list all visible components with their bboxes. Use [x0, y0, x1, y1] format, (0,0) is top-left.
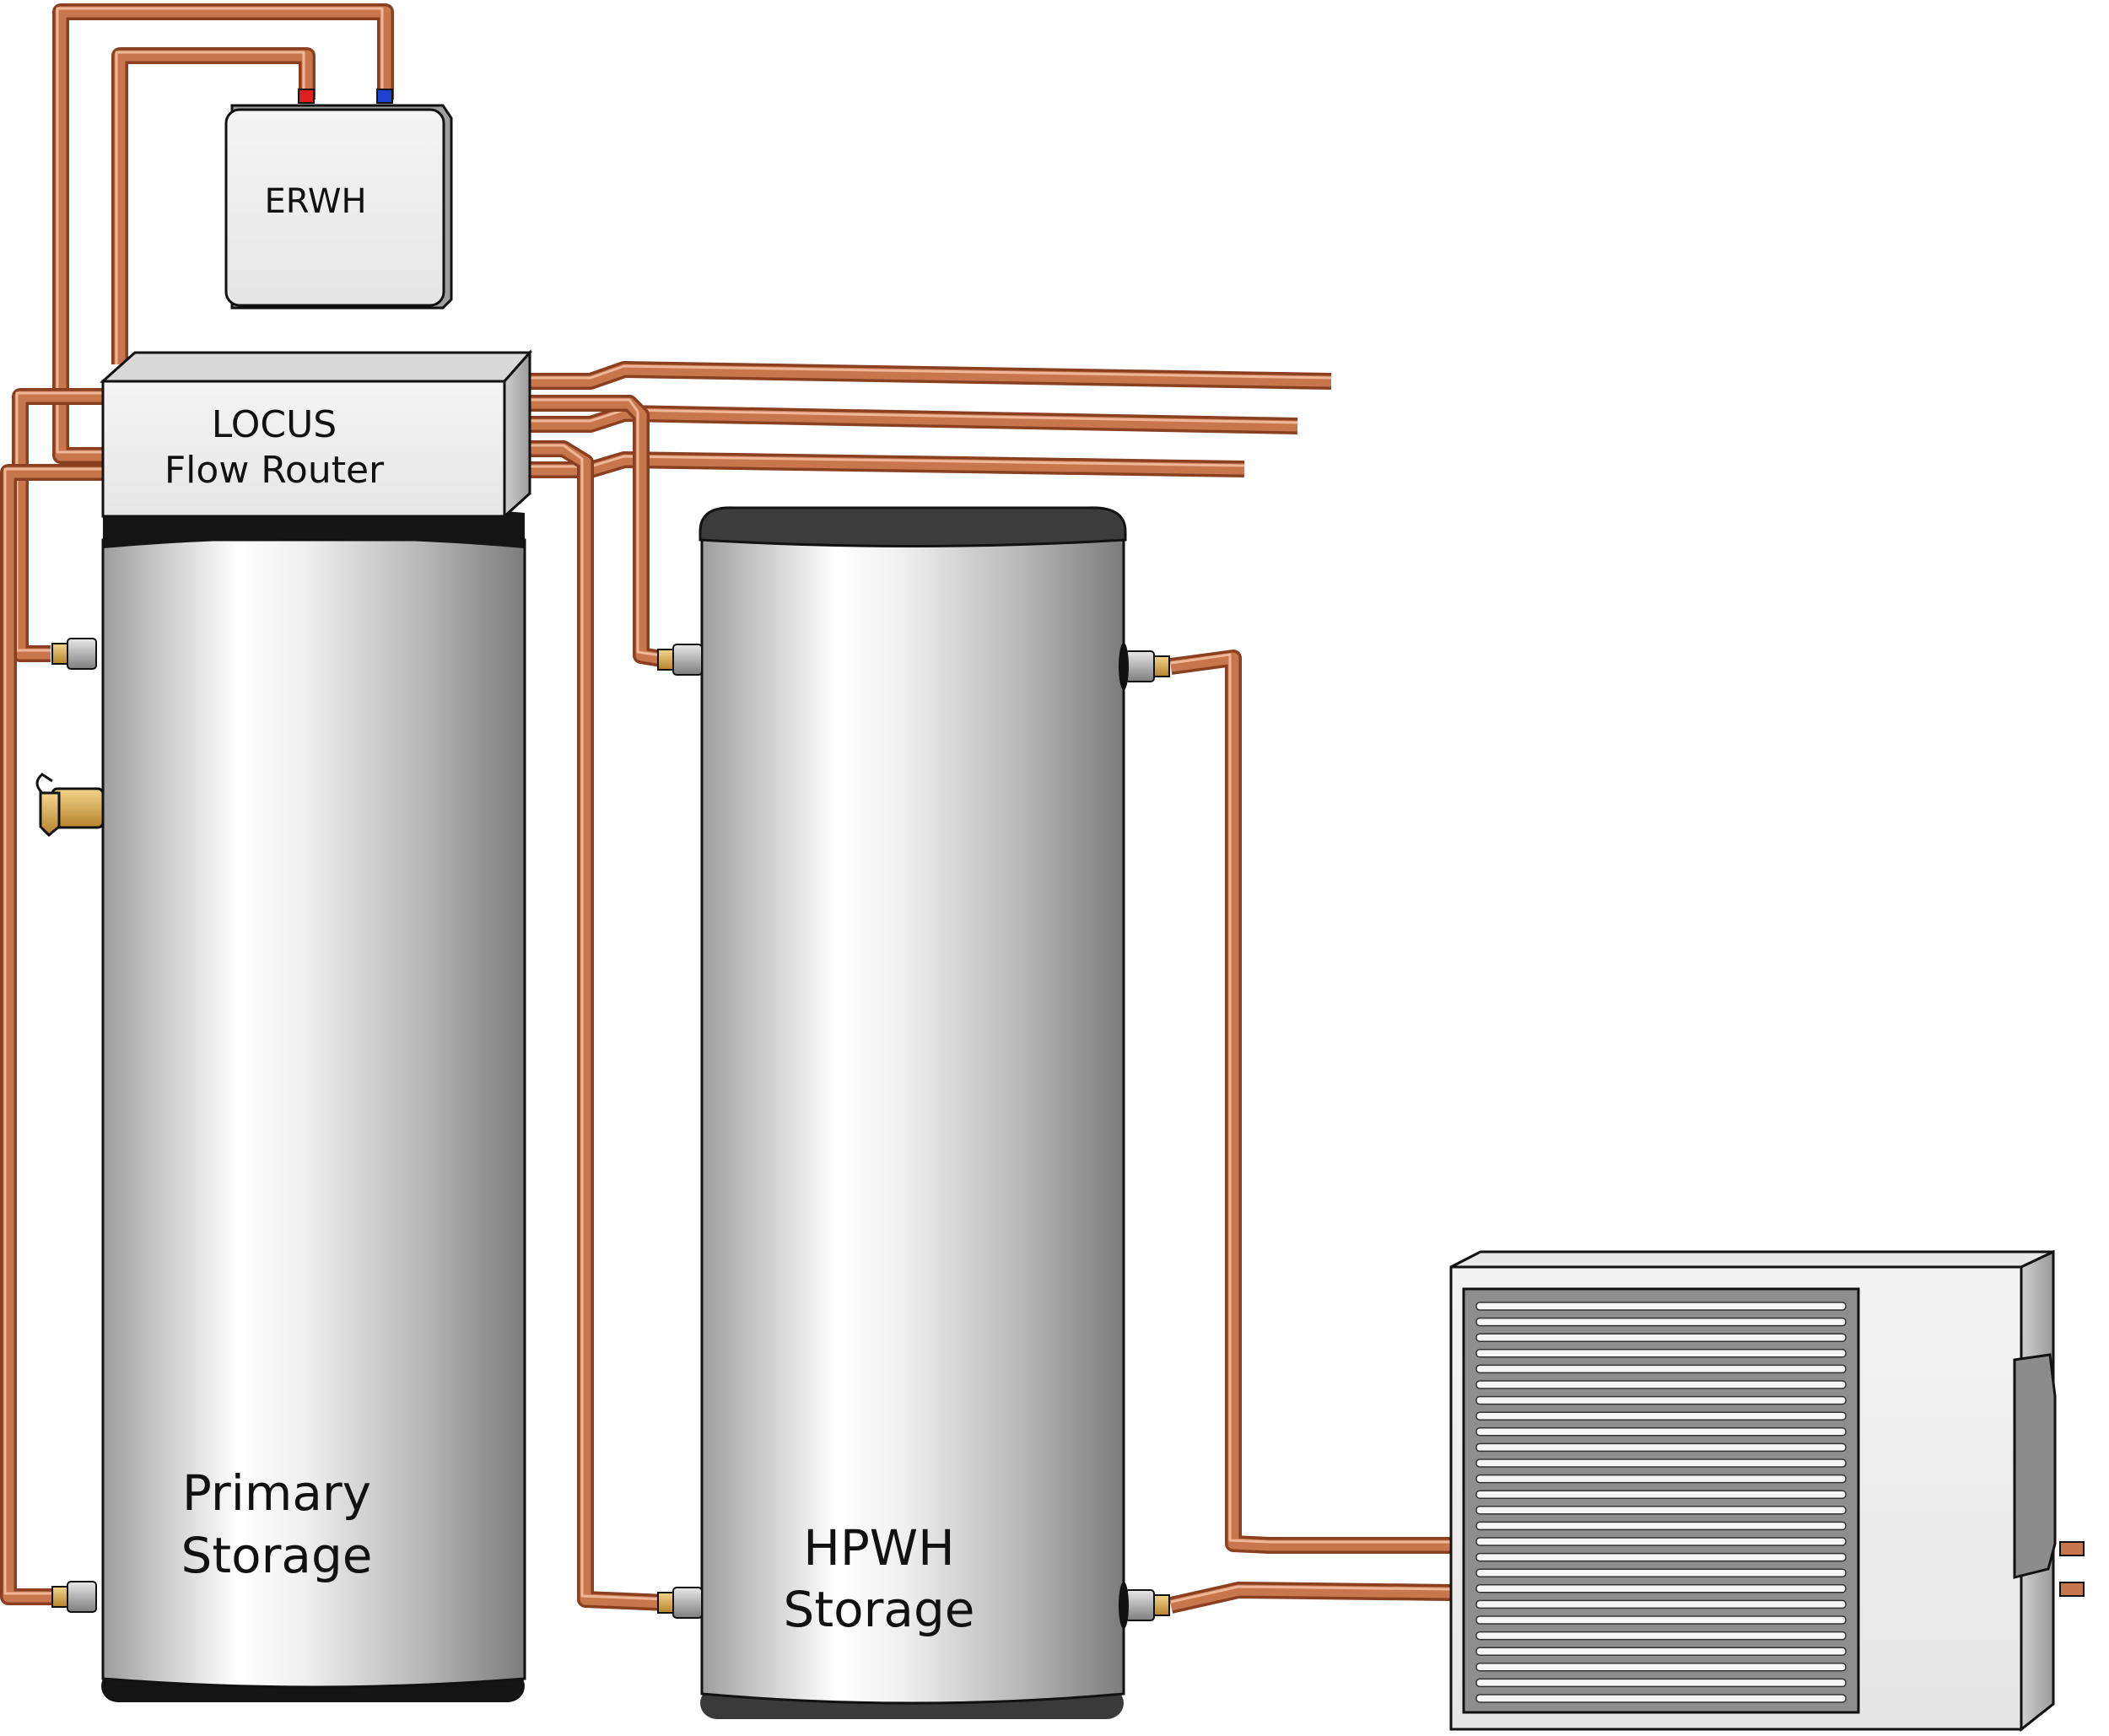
- grille-slat: [1475, 1333, 1847, 1342]
- pressure-relief-valve: [35, 773, 105, 838]
- grille-slat: [1475, 1521, 1847, 1531]
- heat-pump-fan-grille: [1462, 1287, 1860, 1714]
- erwh-label: ERWH: [264, 182, 366, 221]
- router-to-hpwh-lower-pipe: [516, 440, 667, 1611]
- tank-port: [1119, 643, 1129, 690]
- primary-storage-tank: Primary Storage: [101, 503, 526, 1702]
- threaded-fitting: [657, 644, 703, 676]
- threaded-fitting: [1125, 1589, 1170, 1621]
- flow-router-label-line2: Flow Router: [165, 449, 385, 492]
- threaded-fitting: [51, 1581, 97, 1613]
- pipe-fittings: [51, 638, 1170, 1629]
- tank-port: [1119, 1582, 1129, 1629]
- hpwh-to-heat-pump-upper-pipe: [1169, 650, 1451, 1554]
- grille-slat: [1475, 1631, 1847, 1641]
- locus-flow-router: LOCUS Flow Router: [100, 349, 533, 520]
- grille-slat: [1475, 1552, 1847, 1562]
- primary-storage-label-line1: Primary: [182, 1464, 371, 1522]
- outlet-pipe-1: [516, 361, 1332, 390]
- erwh-cold-supply-pipe: [52, 3, 394, 464]
- erwh-cold-connector: [376, 89, 393, 104]
- threaded-fitting: [657, 1587, 703, 1619]
- primary-storage-label-line2: Storage: [181, 1527, 373, 1584]
- grille-slat: [1475, 1474, 1847, 1484]
- outlet-pipe-3: [516, 451, 1245, 478]
- grille-slat: [1475, 1411, 1847, 1421]
- flow-router-label-line1: LOCUS: [212, 403, 337, 446]
- grille-slats: [1475, 1302, 1847, 1703]
- router-to-hpwh-upper-pipe: [516, 395, 668, 668]
- grille-slat: [1475, 1317, 1847, 1327]
- grille-slat: [1475, 1302, 1847, 1311]
- grille-slat: [1475, 1599, 1847, 1609]
- grille-slat: [1475, 1506, 1847, 1515]
- copper-pipe-network: [0, 3, 1452, 1614]
- threaded-fitting: [51, 638, 97, 670]
- hpwh-to-heat-pump-lower-pipe: [1168, 1582, 1452, 1614]
- grille-slat: [1475, 1349, 1847, 1358]
- threaded-fitting: [1125, 650, 1170, 682]
- grille-slat: [1475, 1458, 1847, 1468]
- grille-slat: [1475, 1364, 1847, 1374]
- grille-slat: [1475, 1694, 1847, 1703]
- grille-slat: [1475, 1647, 1847, 1656]
- heat-pump-outdoor-unit: [1449, 1249, 2085, 1733]
- primary-lower-loop-pipe: [0, 464, 103, 1605]
- grille-slat: [1475, 1380, 1847, 1389]
- grille-slat: [1475, 1395, 1847, 1405]
- hpwh-storage-label-line2: Storage: [784, 1581, 975, 1638]
- grille-slat: [1475, 1584, 1847, 1593]
- erwh-hot-return-pipe: [111, 47, 316, 364]
- grille-slat: [1475, 1537, 1847, 1546]
- hpwh-storage-tank: HPWH Storage: [699, 506, 1127, 1719]
- grille-slat: [1475, 1490, 1847, 1499]
- grille-slat: [1475, 1427, 1847, 1437]
- erwh-hot-connector: [298, 89, 315, 104]
- outlet-pipe-2: [516, 405, 1298, 434]
- grille-slat: [1475, 1663, 1847, 1672]
- grille-slat: [1475, 1568, 1847, 1577]
- grille-slat: [1475, 1615, 1847, 1625]
- grille-slat: [1475, 1442, 1847, 1453]
- hpwh-storage-label-line1: HPWH: [803, 1519, 955, 1577]
- grille-slat: [1475, 1678, 1847, 1688]
- erwh-unit: ERWH: [224, 89, 453, 310]
